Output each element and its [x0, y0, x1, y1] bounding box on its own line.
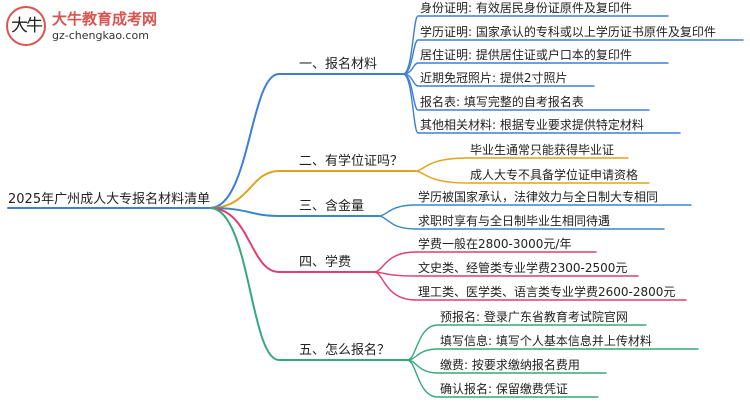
leaf-node-5-3: 缴费: 按要求缴纳报名费用 — [440, 358, 580, 372]
leaf-node-5-1: 预报名: 登录广东省教育考试院官网 — [440, 310, 628, 324]
branch-node-3: 三、含金量 — [299, 199, 365, 214]
leaf-node-1-5: 报名表: 填写完整的自考报名表 — [420, 95, 584, 109]
leaf-edge-1-6 — [402, 73, 681, 134]
leaf-node-4-2: 文史类、经管类专业学费2300-2500元 — [418, 261, 628, 275]
branch-node-4: 四、学费 — [299, 255, 352, 270]
leaf-edge-1-2 — [402, 39, 744, 75]
branch-edge-5 — [209, 207, 408, 361]
leaf-edge-4-1 — [373, 251, 597, 273]
logo-name: 大牛教育成考网 — [52, 10, 158, 28]
leaf-node-5-2: 填写信息: 填写个人基本信息并上传材料 — [440, 334, 652, 348]
leaf-edge-3-2 — [377, 215, 665, 230]
branch-edge-1 — [209, 73, 404, 209]
branch-edge-3 — [209, 207, 379, 217]
leaf-node-1-1: 身份证明: 有效居民身份证原件及复印件 — [420, 1, 632, 15]
leaf-node-1-6: 其他相关材料: 根据专业要求提供特定材料 — [420, 118, 644, 132]
leaf-edge-2-2 — [414, 170, 650, 184]
leaf-node-1-4: 近期免冠照片: 提供2寸照片 — [420, 71, 568, 85]
leaf-edge-5-2 — [406, 348, 699, 361]
branch-node-5: 五、怎么报名？ — [299, 343, 391, 358]
logo-mark-icon: 大牛 — [6, 6, 46, 46]
leaf-edge-3-1 — [377, 204, 692, 217]
leaf-node-2-2: 成人大专不具备学位证申请资格 — [470, 168, 639, 182]
leaf-node-3-1: 学历被国家承认，法律效力与全日制大专相同 — [418, 190, 659, 204]
branch-edge-4 — [209, 207, 375, 273]
leaf-edge-1-3 — [402, 62, 669, 75]
leaf-node-4-1: 学费一般在2800-3000元/年 — [418, 237, 572, 251]
branch-node-2: 二、有学位证吗？ — [299, 154, 404, 169]
leaf-node-5-4: 确认报名: 保留缴费凭证 — [440, 382, 568, 396]
leaf-edge-2-1 — [414, 157, 629, 172]
leaf-edge-5-4 — [406, 359, 599, 398]
site-logo: 大牛 大牛教育成考网 gz-chengkao.com — [6, 4, 181, 48]
branch-edge-2 — [209, 170, 416, 209]
leaf-edge-4-3 — [373, 271, 687, 301]
leaf-node-1-3: 居住证明: 提供居住证或户口本的复印件 — [420, 48, 632, 62]
root-node: 2025年广州成人大专报名材料清单 — [8, 192, 211, 207]
branch-node-1: 一、报名材料 — [299, 57, 378, 72]
leaf-node-3-2: 求职时享有与全日制毕业生相同待遇 — [418, 214, 611, 228]
leaf-node-4-3: 理工类、医学类、语言类专业学费2600-2800元 — [418, 285, 676, 299]
logo-url: gz-chengkao.com — [52, 29, 149, 42]
leaf-node-2-1: 毕业生通常只能获得毕业证 — [470, 143, 615, 157]
leaf-node-1-2: 学历证明: 国家承认的专科或以上学历证书原件及复印件 — [420, 25, 716, 39]
